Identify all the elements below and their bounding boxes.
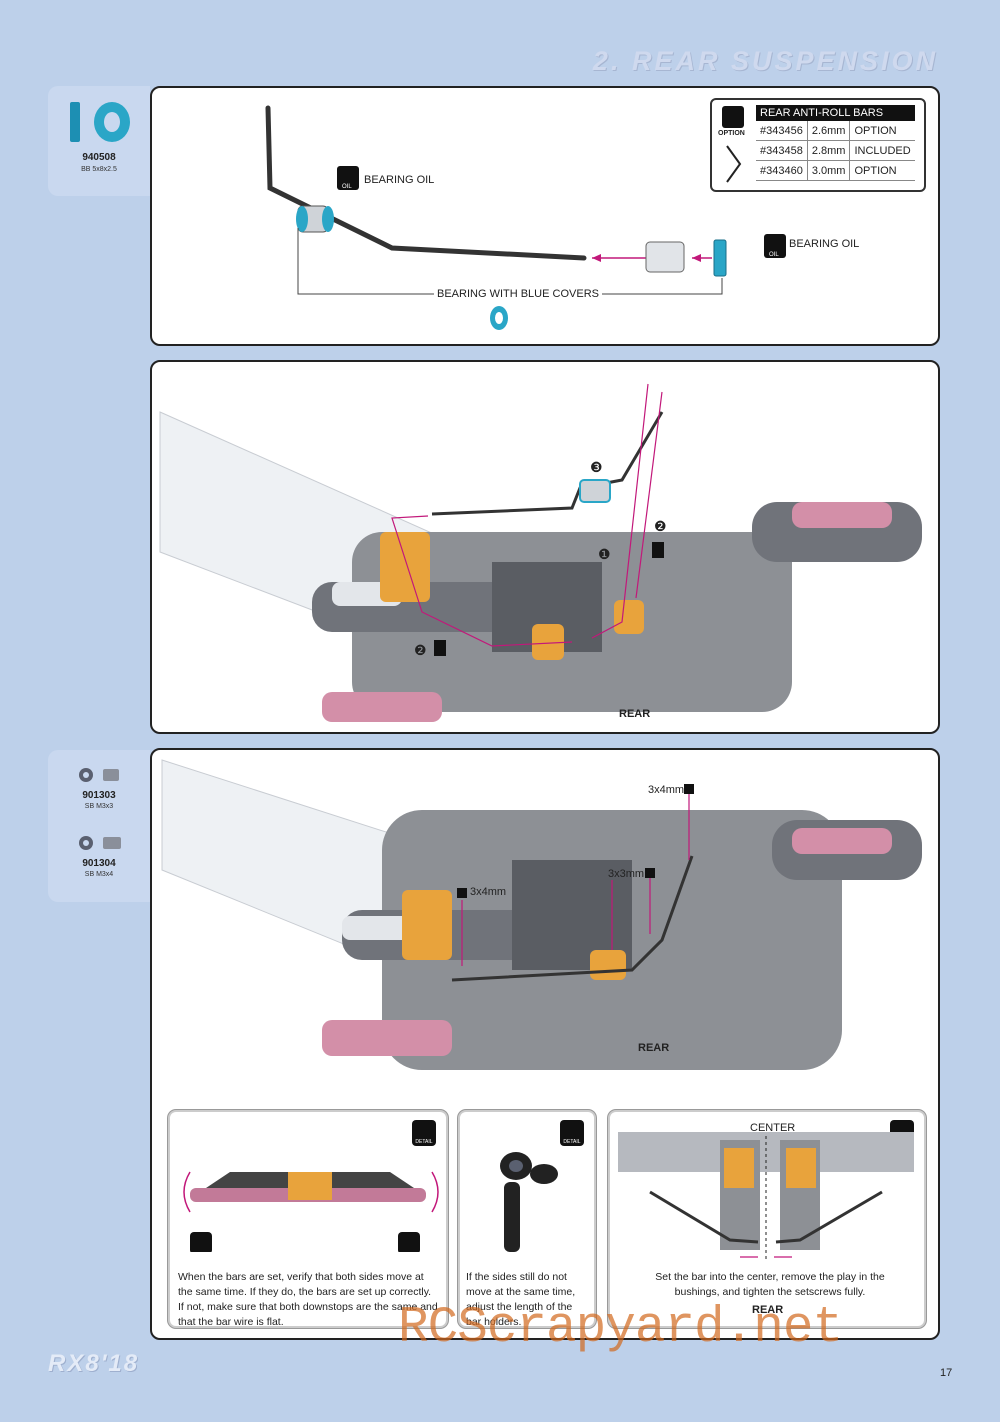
step-callout-2: ❷ <box>654 518 667 534</box>
chevron-right-icon <box>726 145 742 183</box>
detail-1-diagram <box>183 1171 439 1252</box>
screw-part-icon <box>79 768 119 782</box>
chassis-diagram <box>161 759 922 1070</box>
step-callout-2: ❷ <box>414 642 427 658</box>
detail-2-caption: If the sides still do not move at the sa… <box>466 1271 576 1328</box>
step-callout-3: ❸ <box>590 459 603 475</box>
detail-3-caption: Set the bar into the center, remove the … <box>655 1271 885 1298</box>
oil-tag: OIL <box>769 252 779 258</box>
screw-part-icon <box>79 836 121 850</box>
option-thumb-icon <box>722 106 744 128</box>
part-number: 901303 <box>82 790 116 801</box>
rear-label: REAR <box>752 1304 784 1316</box>
part-desc: BB 5x8x2.5 <box>81 166 117 173</box>
bearing-oil-label: BEARING OIL <box>364 174 435 186</box>
bearing-oil-label: BEARING OIL <box>789 238 860 250</box>
center-label: CENTER <box>750 1122 796 1134</box>
screw-size-label: 3x4mm <box>470 886 507 898</box>
screw-size-label: 3x3mm <box>608 868 645 880</box>
rear-label: REAR <box>638 1042 670 1054</box>
option-label: OPTION <box>718 130 745 137</box>
detail-box-1: DETAIL When the bars are set, verify tha… <box>168 1110 448 1328</box>
part-number: 901304 <box>82 858 116 869</box>
detail-icon: DETAIL <box>412 1120 436 1146</box>
anti-roll-bar-diagram <box>265 105 786 330</box>
step-3-panel: 3x4mm 3x3mm 3x4mm REAR DETAIL When the b… <box>150 748 940 1340</box>
chassis-diagram <box>159 383 922 722</box>
part-desc: SB M3x4 <box>84 871 114 878</box>
rear-label: REAR <box>619 708 651 720</box>
oil-tag: OIL <box>342 184 352 190</box>
detail-1-caption: When the bars are set, verify that both … <box>178 1271 438 1328</box>
step-callout-1: ❶ <box>598 546 611 562</box>
table-title: REAR ANTI-ROLL BARS <box>756 105 915 121</box>
part-desc: SB M3x3 <box>84 803 114 810</box>
parts-panel-2: 901303 SB M3x3 901304 SB M3x4 <box>48 750 150 902</box>
watermark: RCScrapyard.net <box>398 1300 843 1357</box>
part-number: 940508 <box>82 152 116 163</box>
product-logo: RX8'18 <box>48 1350 140 1377</box>
bearing-part-icon <box>70 102 130 142</box>
screw-size-label: 3x4mm <box>648 784 685 796</box>
bar-holder-icon <box>500 1152 558 1252</box>
bearing-blue-label: BEARING WITH BLUE COVERS <box>434 288 602 300</box>
detail-icon: DETAIL <box>560 1120 584 1146</box>
detail-box-2: DETAIL If the sides still do not move at… <box>458 1110 596 1328</box>
detail-box-3: DETAIL CENTER Set the bar into the cente… <box>608 1110 926 1328</box>
parts-panel-1: 940508 BB 5x8x2.5 <box>48 86 150 196</box>
page-number: 17 <box>940 1367 953 1379</box>
detail-3-diagram <box>618 1132 914 1262</box>
step-2-panel: ❸ ❷ ❶ ❷ REAR <box>150 360 940 734</box>
page-title: 2. REAR SUSPENSION <box>592 46 938 76</box>
